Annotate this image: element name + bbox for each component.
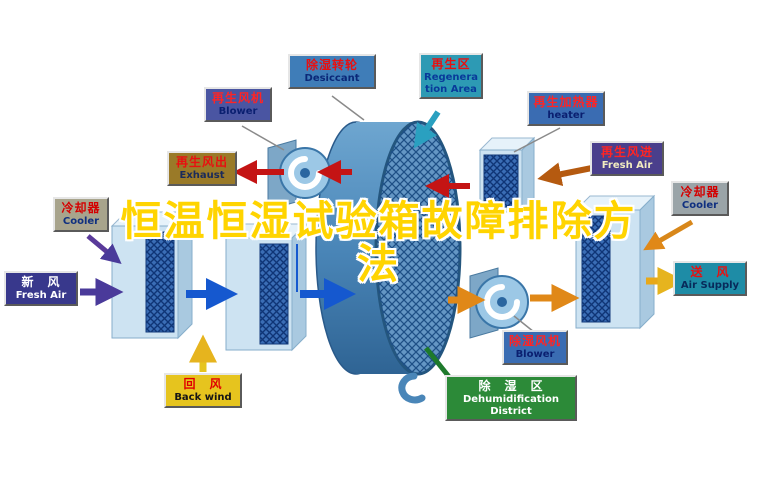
label-dehumid-blower-zh: 除湿风机 [508, 334, 561, 348]
label-regen-fresh-air-zh: 再生风进 [600, 145, 653, 159]
label-exhaust-zh: 再生风出 [175, 155, 228, 169]
dehumid-fan [469, 267, 529, 339]
arrow-regen-air-in [537, 162, 593, 187]
label-air-supply-en: Air Supply [680, 280, 740, 291]
page-title: 恒温恒湿试验箱故障排除方 法 [0, 197, 757, 289]
flow-arrows [80, 110, 694, 380]
ahu-left-coil [145, 231, 175, 333]
label-regen-blower: 再生风机 Blower [204, 87, 272, 122]
ahu-right [574, 194, 656, 330]
connector-dehumid-district [424, 346, 452, 380]
label-regen-fresh-air-en: Fresh Air [601, 160, 653, 171]
label-regeneration-area-en: Regeneration Area [424, 72, 479, 95]
label-exhaust-en: Exhaust [179, 170, 225, 181]
heater-coil [483, 154, 519, 208]
label-cooler-right-zh: 冷却器 [680, 185, 720, 199]
label-back-wind: 回 风 Back wind [164, 373, 242, 408]
fan-swirl-icon [484, 284, 520, 320]
label-regeneration-area-zh: 再生区 [431, 57, 471, 71]
label-back-wind-en: Back wind [174, 392, 232, 403]
label-fresh-air-zh: 新 风 [21, 275, 61, 289]
arrow-cooler-right [643, 219, 694, 251]
label-dehumid-district: 除 湿 区 Dehumidification District [445, 375, 577, 421]
label-regen-heater: 再生加热器 heater [527, 91, 605, 126]
ahu-middle [224, 222, 308, 352]
heater-unit [478, 136, 536, 214]
label-back-wind-zh: 回 风 [183, 377, 223, 391]
page-title-line1: 恒温恒湿试验箱故障排除方 [120, 197, 637, 245]
label-fresh-air: 新 风 Fresh Air [4, 271, 78, 306]
label-dehumid-district-en: Dehumidification District [462, 394, 560, 417]
label-regen-heater-en: heater [547, 110, 585, 121]
label-air-supply-zh: 送 风 [690, 265, 730, 279]
desiccant-wheel [315, 120, 462, 404]
label-desiccant-zh: 除湿转轮 [305, 58, 358, 72]
wheel-drive-duct [398, 372, 426, 404]
label-cooler-left-en: Cooler [62, 216, 100, 227]
page-title-line2: 法 [357, 240, 400, 289]
leader-lines [241, 95, 561, 333]
label-dehumid-blower-en: Blower [515, 349, 555, 360]
label-fresh-air-en: Fresh Air [15, 290, 67, 301]
label-desiccant: 除湿转轮 Desiccant [288, 54, 376, 89]
label-dehumid-blower: 除湿风机 Blower [502, 330, 568, 365]
label-cooler-left-zh: 冷却器 [61, 201, 101, 215]
label-regen-fresh-air: 再生风进 Fresh Air [590, 141, 664, 176]
ahu-left [110, 210, 194, 340]
ahu-middle-coil [259, 243, 289, 345]
label-desiccant-en: Desiccant [304, 73, 360, 84]
label-cooler-left: 冷却器 Cooler [53, 197, 109, 232]
arrow-cooler-left [86, 234, 122, 265]
label-regeneration-area: 再生区 Regeneration Area [419, 53, 483, 99]
label-exhaust: 再生风出 Exhaust [167, 151, 237, 186]
arrow-regen-area [413, 110, 441, 149]
ahu-right-coil [581, 215, 611, 323]
label-cooler-right-en: Cooler [681, 200, 719, 211]
label-regen-blower-zh: 再生风机 [211, 91, 264, 105]
label-cooler-right: 冷却器 Cooler [671, 181, 729, 216]
label-regen-blower-en: Blower [218, 106, 258, 117]
label-dehumid-district-zh: 除 湿 区 [478, 379, 544, 393]
fan-swirl-icon [288, 156, 322, 190]
label-regen-heater-zh: 再生加热器 [533, 95, 599, 109]
